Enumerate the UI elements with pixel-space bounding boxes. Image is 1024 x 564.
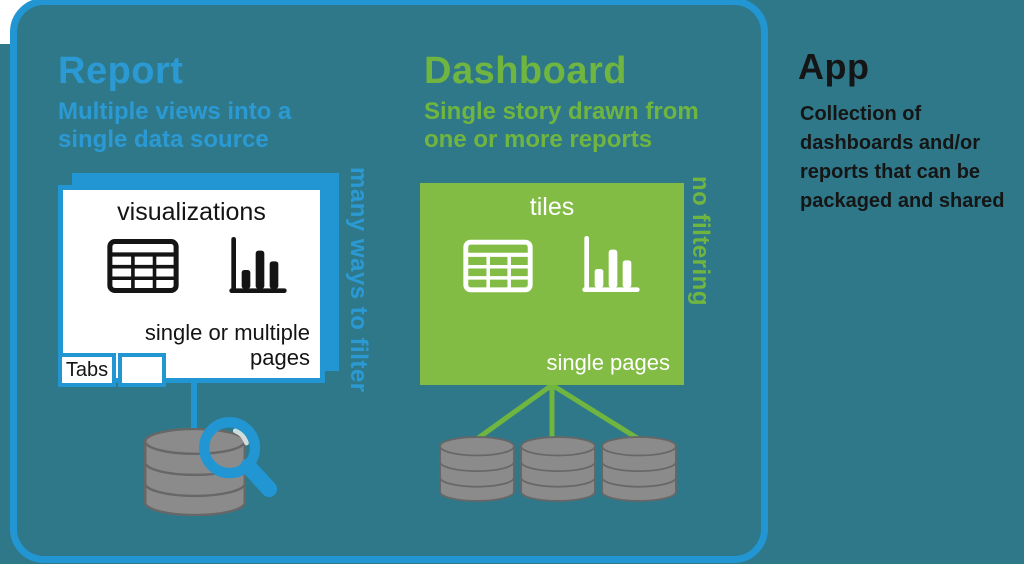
app-description: Collection of dashboards and/or reports …	[800, 103, 1005, 212]
report-connector-line	[191, 383, 197, 441]
report-subtitle-line1: Multiple views into a	[58, 98, 292, 125]
tab-labeled: Tabs	[58, 353, 116, 387]
dashboard-connector-lines	[430, 382, 670, 444]
report-subtitle: Multiple views into a single data source	[58, 98, 291, 154]
table-icon	[463, 239, 533, 293]
visualizations-label: visualizations	[117, 198, 266, 226]
bar-chart-icon	[580, 235, 640, 295]
dashboard-pages-note: single pages	[546, 350, 670, 375]
tabs-strip: Tabs	[58, 353, 166, 387]
database-icon	[438, 426, 516, 512]
report-title: Report	[58, 50, 184, 92]
tab-label: Tabs	[65, 358, 109, 381]
dashboard-title: Dashboard	[424, 50, 627, 92]
tab-empty	[118, 353, 166, 387]
app-title: App	[798, 46, 870, 87]
bar-chart-icon	[227, 236, 287, 296]
report-subtitle-line2: single data source	[58, 126, 269, 153]
dashboard-subtitle-line1: Single story drawn from	[424, 98, 699, 125]
database-icon	[519, 426, 597, 512]
dashboard-card: tiles single pages	[420, 183, 684, 385]
magnifier-icon	[192, 412, 286, 506]
report-side-label: many ways to filter	[345, 167, 372, 393]
tiles-label: tiles	[529, 193, 575, 221]
database-icon	[142, 427, 248, 517]
dashboard-side-label: no filtering	[687, 176, 714, 306]
report-card: visualizations single or multiple pages …	[58, 185, 325, 387]
database-icon	[600, 426, 678, 512]
table-icon	[107, 238, 179, 294]
dashboard-subtitle-line2: one or more reports	[424, 126, 653, 153]
report-pages-note: single or multiple pages	[144, 320, 310, 370]
dashboard-subtitle: Single story drawn from one or more repo…	[424, 98, 699, 154]
